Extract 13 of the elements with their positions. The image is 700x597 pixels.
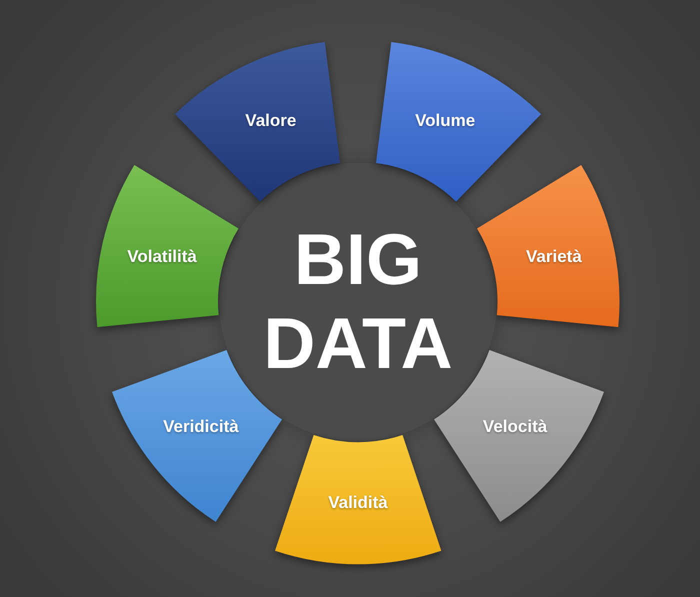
segment-label: Validità — [328, 492, 388, 513]
segment-label: Volatilità — [127, 247, 197, 268]
segment-label: Veridicità — [163, 417, 239, 438]
sector-segment — [274, 434, 442, 564]
title-text: BIG DATA — [262, 219, 454, 386]
sector-segment — [477, 165, 620, 328]
segment-label: Velocità — [482, 417, 548, 438]
sector-segment — [376, 42, 541, 202]
sector-segment — [96, 165, 238, 328]
segment-label: Volume — [415, 110, 476, 131]
segment-label: Varietà — [526, 247, 582, 268]
sector-segment — [175, 42, 340, 202]
segment-label: Valore — [245, 110, 296, 131]
